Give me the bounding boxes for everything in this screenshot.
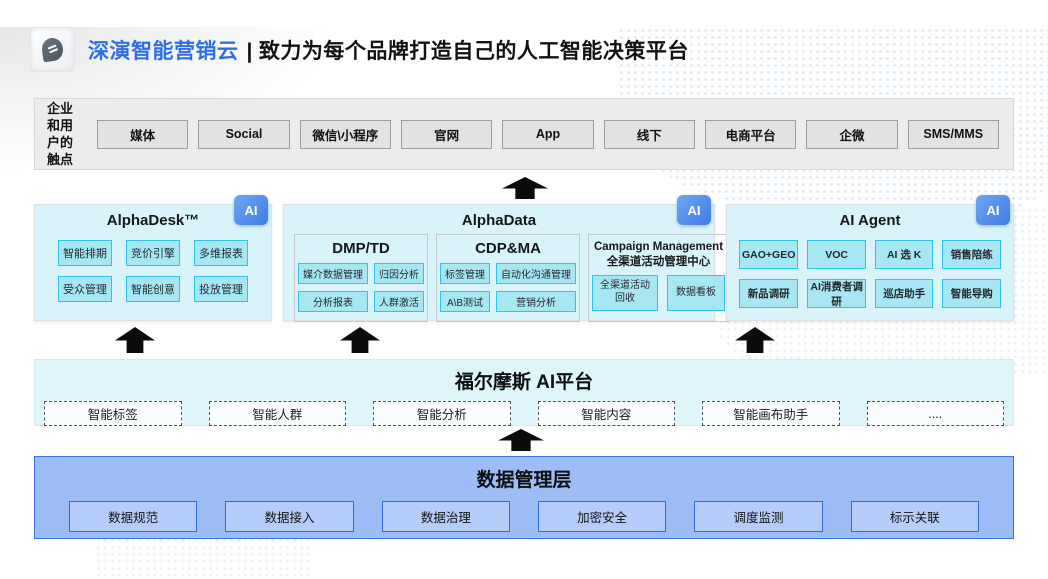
dmp-item: 归因分析 [374, 263, 424, 284]
ai-badge: AI [976, 195, 1010, 225]
alphadata-title: AlphaData [461, 212, 537, 229]
up-arrow-icon [498, 429, 544, 451]
tagline: 致力为每个品牌打造自己的人工智能决策平台 [258, 39, 689, 63]
ai-badge: AI [234, 195, 268, 225]
title-divider: | [246, 39, 253, 63]
data-management-title: 数据管理层 [476, 470, 572, 491]
chat-bubble-icon [40, 36, 65, 63]
holmes-item: 智能画布助手 [702, 401, 840, 426]
group-campaign-management: Campaign Management 全渠道活动管理中心 全渠道活动回收 数据… [588, 234, 729, 322]
up-arrow-icon [340, 327, 380, 353]
group-items: 全渠道活动回收 数据看板 [592, 274, 725, 311]
cdp-item: 自动化沟通管理 [496, 263, 576, 284]
cdp-item: 标签管理 [440, 263, 490, 284]
touchpoints-label-line: 企业 [47, 100, 74, 116]
holmes-item: 智能分析 [373, 401, 511, 426]
agent-item: AI 选 K [874, 240, 934, 269]
product-panels: AI AlphaDesk™ 智能排期 竞价引擎 多维报表 受众管理 智能创意 投… [34, 195, 1014, 322]
touchpoints-label: 企业 和用 户的 触点 [47, 100, 89, 169]
agent-item: GAO+GEO [739, 240, 799, 269]
holmes-item: 智能人群 [208, 401, 346, 426]
touchpoints-label-line: 和用 [47, 117, 74, 133]
cdp-item: 营销分析 [496, 291, 576, 312]
datalayer-item: 标示关联 [850, 501, 979, 532]
page-title: 深演智能营销云 |致力为每个品牌打造自己的人工智能决策平台 [88, 35, 689, 65]
touchpoint-box-social: Social [198, 119, 290, 149]
panel-alphadesk: AI AlphaDesk™ 智能排期 竞价引擎 多维报表 受众管理 智能创意 投… [34, 195, 272, 321]
agent-item: VOC [807, 240, 866, 269]
holmes-item: .... [866, 401, 1004, 426]
holmes-title: 福尔摩斯 AI平台 [454, 372, 594, 393]
datalayer-item: 数据接入 [225, 501, 354, 532]
alphadesk-item: 投放管理 [194, 276, 248, 302]
touchpoint-box-offline: 线下 [603, 119, 695, 149]
panel-alphadata: AI AlphaData DMP/TD 媒介数据管理 归因分析 分析报表 人群激… [283, 195, 729, 322]
data-management-items: 数据规范 数据接入 数据治理 加密安全 调度监测 标示关联 [69, 501, 979, 532]
group-title-en: Campaign Management [593, 241, 724, 253]
alphadesk-item: 受众管理 [58, 276, 112, 302]
dmp-item: 媒介数据管理 [298, 263, 368, 284]
datalayer-item: 数据规范 [69, 501, 198, 532]
group-items: 标签管理 自动化沟通管理 A\B测试 营销分析 [440, 263, 576, 312]
touchpoint-box-official-site: 官网 [400, 119, 493, 149]
alphadesk-item: 竞价引擎 [126, 240, 180, 266]
ai-badge: AI [677, 195, 711, 225]
datalayer-item: 数据治理 [381, 501, 510, 532]
brand-logo-icon [30, 27, 75, 72]
alphadesk-item: 智能排期 [58, 240, 112, 266]
touchpoint-box-sms: SMS/MMS [907, 119, 999, 149]
agent-item: 智能导购 [942, 279, 1001, 308]
dmp-item: 分析报表 [298, 291, 368, 312]
touchpoint-box-ecommerce: 电商平台 [704, 119, 797, 149]
alphadesk-item: 多维报表 [194, 240, 248, 266]
holmes-items: 智能标签 智能人群 智能分析 智能内容 智能画布助手 .... [44, 401, 1004, 426]
arrow-row-top [34, 176, 1014, 200]
brand-name: 深演智能营销云 [88, 39, 239, 63]
up-arrow-icon [735, 327, 775, 353]
group-title: CDP&MA [475, 240, 541, 257]
touchpoint-box-app: App [502, 119, 594, 149]
group-title: DMP/TD [332, 240, 390, 257]
agent-item: AI消费者调研 [807, 279, 866, 308]
touchpoint-box-wechat-miniprogram: 微信\小程序 [299, 119, 391, 149]
header: 深演智能营销云 |致力为每个品牌打造自己的人工智能决策平台 [30, 27, 1048, 72]
campaign-item: 全渠道活动回收 [592, 274, 658, 311]
data-management-band: 数据管理层 数据规范 数据接入 数据治理 加密安全 调度监测 标示关联 [34, 456, 1014, 539]
alphadesk-title: AlphaDesk™ [106, 212, 200, 229]
up-arrow-icon [115, 327, 155, 353]
touchpoints-list: 媒体 Social 微信\小程序 官网 App 线下 电商平台 企微 SMS/M… [97, 119, 999, 149]
group-title-zh: 全渠道活动管理中心 [606, 255, 711, 268]
up-arrow-icon [502, 177, 548, 199]
datalayer-item: 加密安全 [537, 501, 667, 532]
agent-item: 新品调研 [739, 279, 799, 308]
group-items: 媒介数据管理 归因分析 分析报表 人群激活 [298, 263, 424, 312]
touchpoints-label-line: 触点 [47, 152, 74, 168]
group-cdp-ma: CDP&MA 标签管理 自动化沟通管理 A\B测试 营销分析 [436, 234, 580, 322]
alphadata-groups: DMP/TD 媒介数据管理 归因分析 分析报表 人群激活 CDP&MA 标签管理… [284, 234, 729, 322]
arrow-row-middle [34, 327, 1014, 353]
touchpoints-label-line: 户的 [47, 135, 74, 150]
touchpoint-box-media: 媒体 [97, 119, 189, 149]
holmes-ai-platform-band: 福尔摩斯 AI平台 智能标签 智能人群 智能分析 智能内容 智能画布助手 ...… [34, 359, 1014, 426]
alphadesk-item: 智能创意 [126, 276, 180, 302]
campaign-item: 数据看板 [667, 274, 725, 311]
panel-ai-agent: AI AI Agent GAO+GEO VOC AI 选 K 销售陪练 新品调研… [726, 195, 1014, 321]
agent-item: 巡店助手 [874, 279, 934, 308]
arrow-row-bottom [34, 429, 1014, 451]
ai-agent-title: AI Agent [839, 212, 901, 229]
alphadesk-items: 智能排期 竞价引擎 多维报表 受众管理 智能创意 投放管理 [35, 240, 271, 302]
cdp-item: A\B测试 [440, 291, 490, 312]
touchpoints-band: 企业 和用 户的 触点 媒体 Social 微信\小程序 官网 App 线下 电… [34, 98, 1014, 170]
holmes-item: 智能内容 [537, 401, 675, 426]
group-title: Campaign Management 全渠道活动管理中心 [592, 240, 725, 270]
ai-agent-items: GAO+GEO VOC AI 选 K 销售陪练 新品调研 AI消费者调研 巡店助… [727, 240, 1013, 308]
touchpoint-box-wecom: 企微 [806, 119, 898, 149]
agent-item: 销售陪练 [942, 240, 1001, 269]
datalayer-item: 调度监测 [694, 501, 823, 532]
group-dmp-td: DMP/TD 媒介数据管理 归因分析 分析报表 人群激活 [294, 234, 428, 322]
dmp-item: 人群激活 [374, 291, 424, 312]
holmes-item: 智能标签 [44, 401, 182, 426]
